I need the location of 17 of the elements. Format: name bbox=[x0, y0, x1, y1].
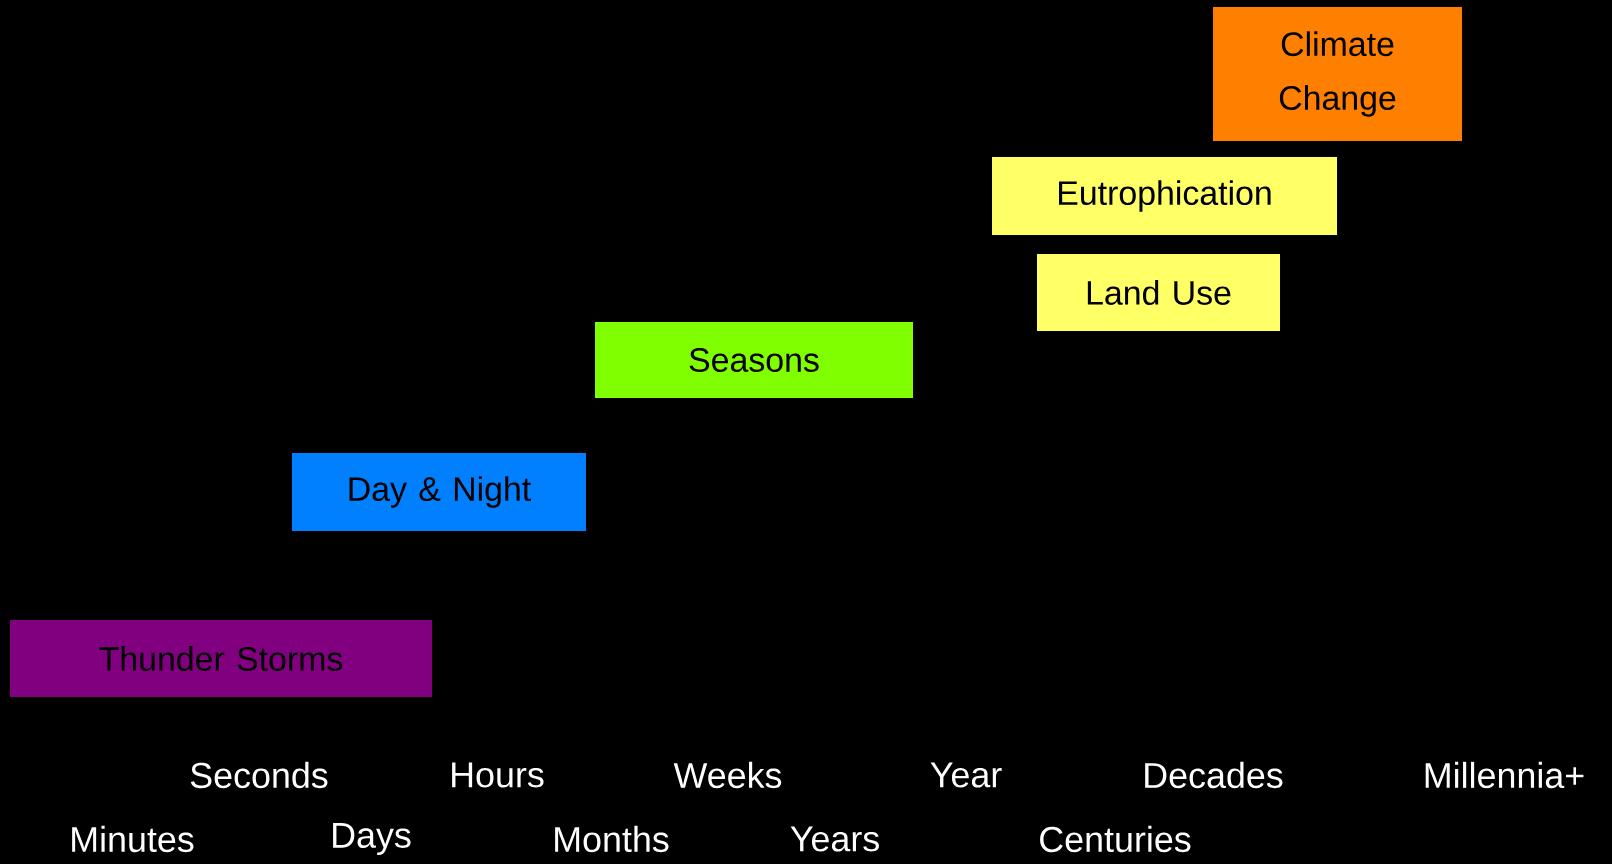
time-scale-label: Millennia+ bbox=[1425, 761, 1584, 789]
time-scale-label: Hours bbox=[452, 762, 544, 788]
time-scale-label: Days bbox=[333, 822, 411, 856]
time-scale-label: Weeks bbox=[673, 761, 782, 789]
time-scale-label: Centuries bbox=[1040, 825, 1191, 853]
label-box: Day & Night bbox=[292, 453, 586, 531]
time-scale-label: Minutes bbox=[72, 825, 194, 853]
time-scale-label: Year bbox=[930, 762, 1002, 788]
label-box: Eutrophication bbox=[992, 157, 1337, 235]
time-scale-label: Years bbox=[790, 826, 879, 852]
time-scale-label: Decades bbox=[1145, 761, 1283, 789]
label-box: Seasons bbox=[595, 322, 913, 398]
time-scale-label: Seconds bbox=[190, 761, 328, 789]
time-scale-label: Months bbox=[555, 825, 669, 853]
label-box: Thunder Storms bbox=[10, 620, 432, 697]
label-box: Land Use bbox=[1037, 254, 1280, 331]
label-box: Climate Change bbox=[1213, 7, 1462, 141]
